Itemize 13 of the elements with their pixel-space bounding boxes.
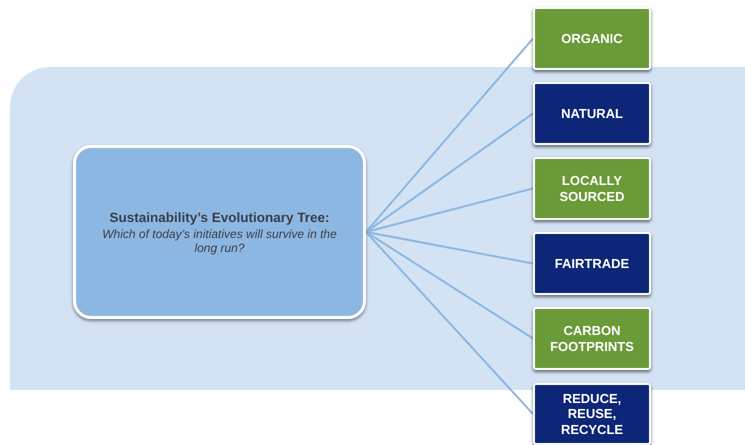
initiative-box: REDUCE, REUSE, RECYCLE <box>533 383 651 445</box>
initiative-box: CARBON FOOTPRINTS <box>533 307 651 370</box>
connector-line <box>366 188 534 233</box>
box-subtitle: Which of today’s initiatives will survive in the long run? <box>101 226 338 254</box>
initiative-box: NATURAL <box>533 82 651 145</box>
main-box <box>73 145 366 319</box>
initiative-box: ORGANIC <box>533 7 651 70</box>
connector-line <box>365 38 534 233</box>
connector-line <box>366 231 534 264</box>
initiative-box: LOCALLY SOURCED <box>533 157 651 220</box>
initiative-box: FAIRTRADE <box>533 232 651 295</box>
connector-line <box>365 231 534 415</box>
box-title: Sustainability’s Evolutionary Tree: <box>109 210 330 224</box>
